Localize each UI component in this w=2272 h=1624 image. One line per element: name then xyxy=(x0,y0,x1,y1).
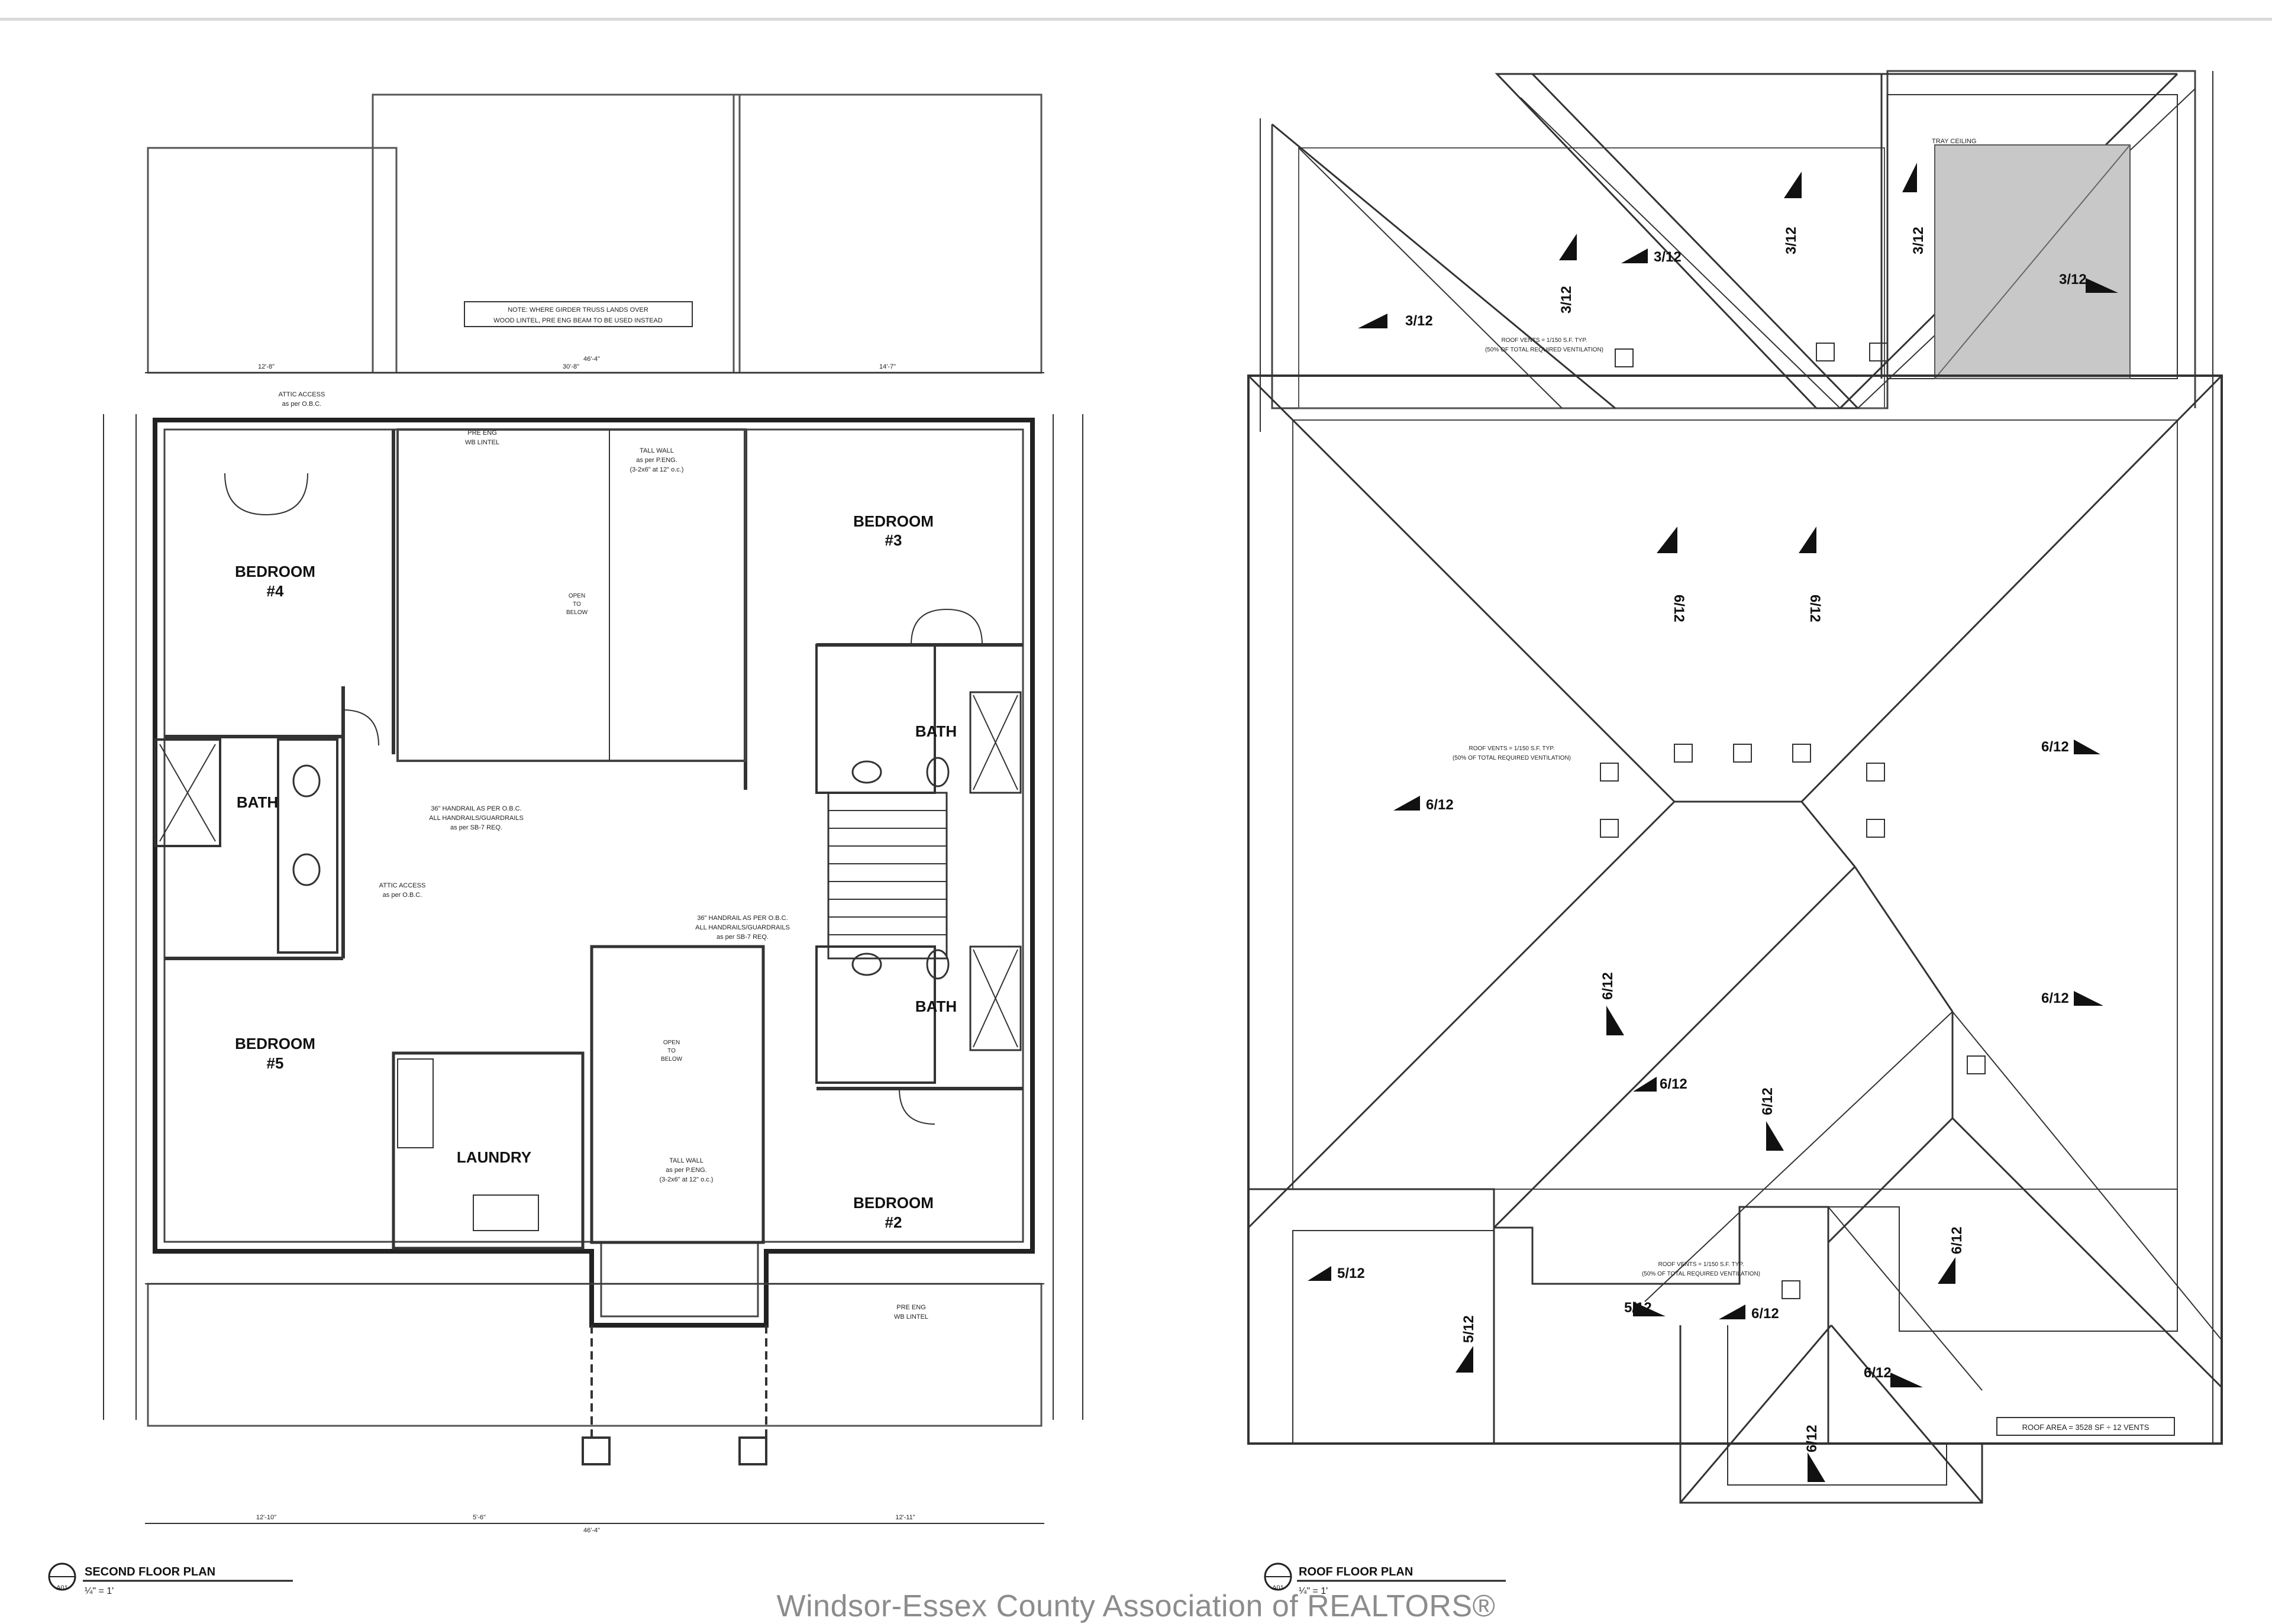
tall-wall-bottom-sub1: as per P.ENG. xyxy=(666,1167,707,1174)
pitch-label: 6/12 xyxy=(2041,990,2069,1006)
bedroom-2-number: #2 xyxy=(885,1213,902,1231)
pitch-label: 6/12 xyxy=(1864,1365,1892,1381)
bedroom-4-label: BEDROOM xyxy=(235,563,315,580)
handrail-left-sub1: ALL HANDRAILS/GUARDRAILS xyxy=(429,815,524,822)
pitch-label: 6/12 xyxy=(1426,797,1454,813)
dim-top-1: 12'-8" xyxy=(258,363,275,370)
pitch-label: 5/12 xyxy=(1624,1300,1652,1316)
dim-top-3: 14'-7" xyxy=(879,363,896,370)
roof-area-note: ROOF AREA = 3528 SF ÷ 12 VENTS xyxy=(2022,1423,2150,1432)
laundry-label: LAUNDRY xyxy=(457,1148,531,1166)
pitch-label: 6/12 xyxy=(1671,595,1687,622)
bath-left-label: BATH xyxy=(237,793,278,811)
pitch-label: 3/12 xyxy=(2059,272,2087,288)
dim-bottom-2: 5'-6" xyxy=(473,1514,486,1521)
sheet-number-right: A01 xyxy=(1272,1584,1284,1591)
vent-note-mid-sub: (50% OF TOTAL REQUIRED VENTILATION) xyxy=(1453,755,1571,761)
dim-bottom-3: 12'-11" xyxy=(895,1514,915,1521)
pitch-label: 6/12 xyxy=(1600,972,1616,1000)
pitch-label: 6/12 xyxy=(1949,1226,1965,1254)
pitch-label: 3/12 xyxy=(1405,313,1433,329)
attic-access-1-sub: as per O.B.C. xyxy=(282,401,322,408)
dim-top-2: 30'-8" xyxy=(563,363,579,370)
second-floor-labels: NOTE: WHERE GIRDER TRUSS LANDS OVER WOOD… xyxy=(235,306,957,1534)
pitch-label: 6/12 xyxy=(1660,1076,1687,1092)
tall-wall-top: TALL WALL xyxy=(640,447,674,454)
tall-wall-bottom-sub2: (3-2x6" at 12" o.c.) xyxy=(660,1176,714,1183)
vent-note-bottom: ROOF VENTS = 1/150 S.F. TYP. xyxy=(1658,1261,1744,1268)
pitch-label: 5/12 xyxy=(1337,1265,1365,1281)
handrail-left-sub2: as per SB-7 REQ. xyxy=(450,824,502,831)
handrail-right-sub1: ALL HANDRAILS/GUARDRAILS xyxy=(695,924,790,931)
pitch-label: 6/12 xyxy=(1751,1306,1779,1322)
pitch-label: 3/12 xyxy=(1783,227,1799,254)
open-below-2-below: BELOW xyxy=(661,1056,683,1063)
pre-eng-bottom: PRE ENG xyxy=(896,1304,926,1311)
bedroom-4-number: #4 xyxy=(267,582,284,600)
tray-ceiling-label: TRAY CEILING xyxy=(1932,138,1976,145)
handrail-left: 36" HANDRAIL AS PER O.B.C. xyxy=(431,805,521,812)
second-floor-scale: ¼" = 1' xyxy=(85,1586,114,1596)
bedroom-5-number: #5 xyxy=(267,1054,284,1072)
second-floor-plan xyxy=(103,93,1083,1524)
pitch-label: 6/12 xyxy=(1807,595,1823,622)
pitch-label: 6/12 xyxy=(1760,1087,1776,1115)
bedroom-3-label: BEDROOM xyxy=(853,512,934,530)
dim-top-total: 46'-4" xyxy=(583,356,600,363)
pitch-label: 3/12 xyxy=(1654,249,1682,265)
open-below-2: OPEN xyxy=(663,1039,680,1046)
vent-note-top: ROOF VENTS = 1/150 S.F. TYP. xyxy=(1502,337,1587,344)
open-below-2-to: TO xyxy=(667,1048,676,1054)
pitch-arrows xyxy=(1308,163,2118,1482)
pitch-label: 5/12 xyxy=(1461,1315,1477,1343)
open-below-1-to: TO xyxy=(573,601,581,608)
vent-note-top-sub: (50% OF TOTAL REQUIRED VENTILATION) xyxy=(1485,347,1603,353)
attic-access-2: ATTIC ACCESS xyxy=(379,882,426,889)
pitch-label: 6/12 xyxy=(1804,1425,1820,1452)
note-line-1: NOTE: WHERE GIRDER TRUSS LANDS OVER xyxy=(508,306,648,314)
open-below-1: OPEN xyxy=(569,593,585,599)
attic-access-2-sub: as per O.B.C. xyxy=(383,892,422,899)
roof-plan-title-block: A01 ROOF FLOOR PLAN ¼" = 1' xyxy=(1264,1562,1506,1596)
dim-bottom-total: 46'-4" xyxy=(583,1527,600,1534)
pre-eng-top-sub: WB LINTEL xyxy=(465,439,499,446)
roof-plan xyxy=(1247,70,2223,1504)
pitch-label: 3/12 xyxy=(1910,227,1926,254)
watermark: Windsor-Essex County Association of REAL… xyxy=(776,1589,1496,1623)
tall-wall-bottom: TALL WALL xyxy=(669,1157,703,1164)
roof-plan-labels: TRAY CEILING ROOF VENTS = 1/150 S.F. TYP… xyxy=(1337,138,2150,1452)
tall-wall-top-sub2: (3-2x6" at 12" o.c.) xyxy=(630,466,684,473)
dim-bottom-1: 12'-10" xyxy=(256,1514,276,1521)
bath-right-bottom-label: BATH xyxy=(915,997,957,1015)
attic-access-1: ATTIC ACCESS xyxy=(279,391,325,398)
handrail-right-sub2: as per SB-7 REQ. xyxy=(717,934,769,941)
roof-plan-title: ROOF FLOOR PLAN xyxy=(1299,1565,1413,1578)
pitch-label: 3/12 xyxy=(1558,286,1574,314)
pre-eng-top: PRE ENG xyxy=(467,430,497,437)
open-below-1-below: BELOW xyxy=(566,609,588,616)
bedroom-3-number: #3 xyxy=(885,531,902,549)
note-line-2: WOOD LINTEL, PRE ENG BEAM TO BE USED INS… xyxy=(493,317,663,324)
pre-eng-bottom-sub: WB LINTEL xyxy=(894,1313,928,1320)
top-divider xyxy=(0,18,2272,21)
vent-note-mid: ROOF VENTS = 1/150 S.F. TYP. xyxy=(1469,745,1555,752)
sheet-number-left: A01 xyxy=(56,1584,68,1591)
pitch-label: 6/12 xyxy=(2041,739,2069,755)
bath-right-top-label: BATH xyxy=(915,722,957,740)
tall-wall-top-sub1: as per P.ENG. xyxy=(636,457,677,464)
second-floor-title-block: A01 SECOND FLOOR PLAN ¼" = 1' xyxy=(48,1562,293,1596)
handrail-right: 36" HANDRAIL AS PER O.B.C. xyxy=(697,915,788,922)
vent-note-bottom-sub: (50% OF TOTAL REQUIRED VENTILATION) xyxy=(1642,1271,1760,1277)
bedroom-2-label: BEDROOM xyxy=(853,1194,934,1212)
bedroom-5-label: BEDROOM xyxy=(235,1035,315,1052)
roof-plan-scale: ¼" = 1' xyxy=(1299,1586,1328,1596)
second-floor-title: SECOND FLOOR PLAN xyxy=(85,1565,215,1578)
